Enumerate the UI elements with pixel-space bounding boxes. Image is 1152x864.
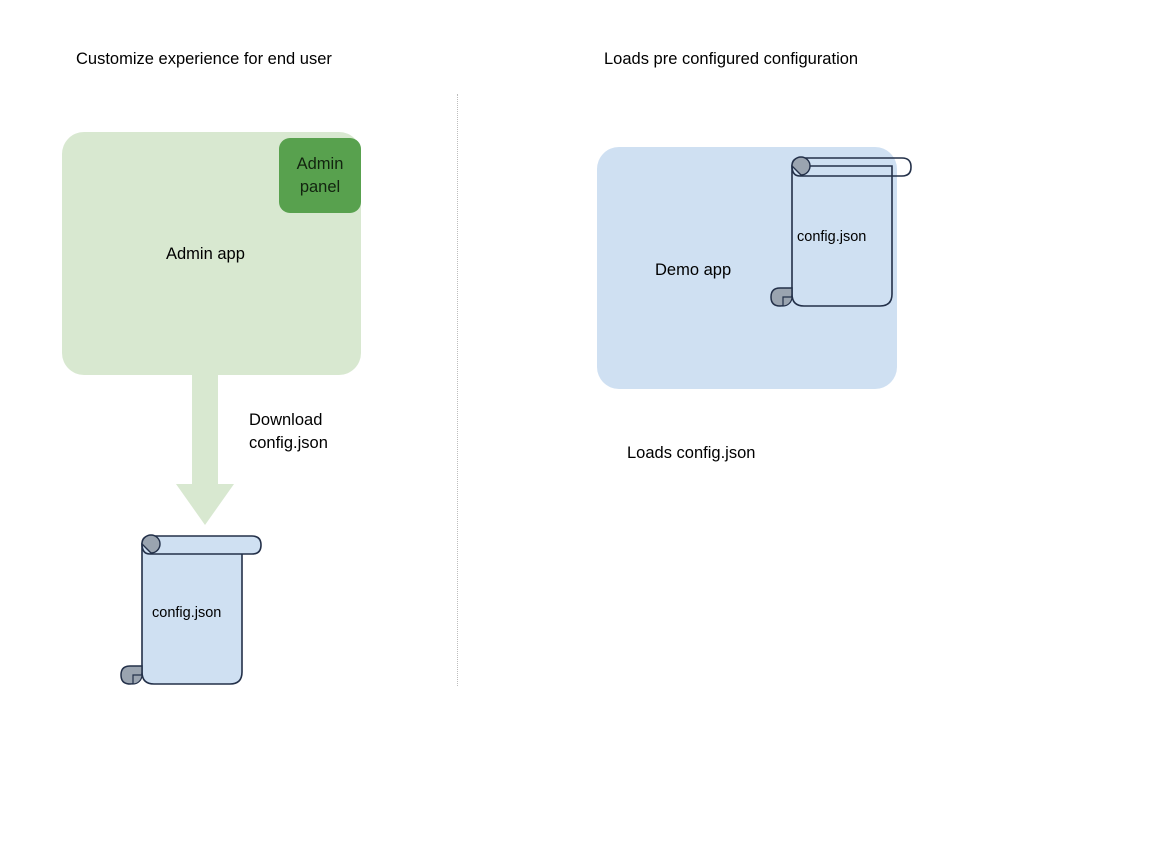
demo-app-container [597,147,897,389]
admin-panel-label: Admin panel [297,153,344,197]
right-column-heading: Loads pre configured configuration [604,50,859,68]
config-json-document-left[interactable] [118,528,268,693]
admin-panel-chip[interactable]: Admin panel [279,138,361,213]
config-json-label-right: config.json [797,229,867,245]
download-caption-line2: config.json [249,433,328,452]
admin-app-label: Admin app [166,245,245,263]
loads-config-caption: Loads config.json [627,444,756,462]
download-caption-line1: Download [249,411,323,429]
download-arrow-icon [176,372,234,525]
admin-panel-label-line2: panel [299,177,341,196]
config-json-label-left: config.json [152,605,222,621]
admin-panel-label-line1: Admin [296,155,344,174]
vertical-divider [457,94,458,686]
download-caption: Download config.json [249,409,328,454]
left-column-heading: Customize experience for end user [76,50,332,68]
demo-app-label: Demo app [655,261,732,279]
config-json-document-right[interactable] [768,150,918,315]
